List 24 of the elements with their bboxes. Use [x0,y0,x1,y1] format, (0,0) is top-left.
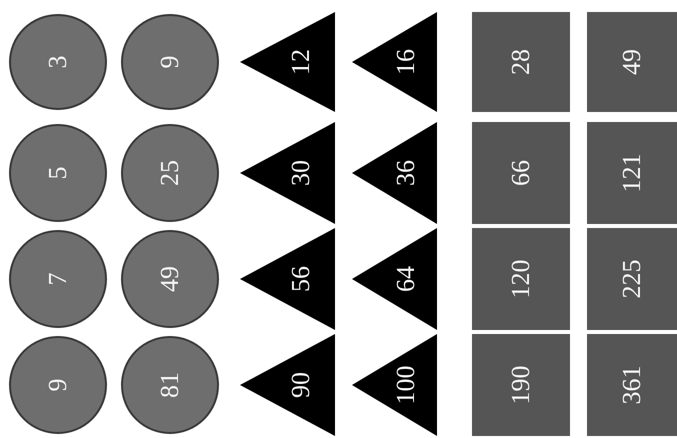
number-label: 49 [157,266,183,292]
number-label: 25 [157,160,183,186]
number-label: 49 [619,49,645,75]
number-label: 30 [288,160,314,186]
number-label: 90 [288,372,314,398]
number-label: 64 [393,266,420,292]
number-label: 361 [619,366,645,404]
number-label: 9 [45,378,71,392]
number-label: 66 [508,160,534,186]
number-label: 9 [157,56,183,68]
number-label: 28 [508,49,534,75]
number-label: 190 [508,366,534,404]
number-label: 16 [393,49,420,75]
number-label: 100 [393,366,420,404]
number-label: 225 [619,260,645,298]
number-label: 12 [288,49,314,75]
number-label: 3 [45,56,71,68]
number-label: 56 [288,266,314,292]
number-label: 121 [619,154,645,192]
number-label: 120 [508,260,534,298]
number-label: 7 [45,272,71,286]
number-label: 81 [157,372,183,398]
number-label: 36 [393,160,420,186]
number-label: 5 [45,166,71,180]
